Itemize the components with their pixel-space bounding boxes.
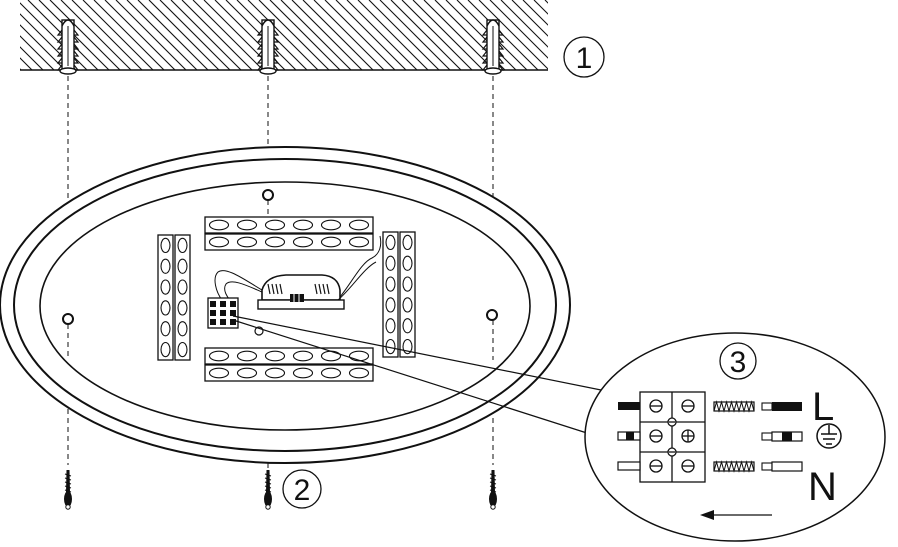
wire-sleeve <box>713 400 755 413</box>
led-strip <box>204 347 374 365</box>
wire-sleeve <box>713 460 755 473</box>
wall-plug <box>256 19 280 75</box>
step-3-marker: 3 <box>719 342 757 380</box>
arrow-left-icon <box>700 510 772 520</box>
terminal-connector <box>639 391 706 483</box>
led-driver <box>257 274 345 310</box>
led-strip <box>174 234 191 361</box>
step-1-marker: 1 <box>563 36 605 78</box>
led-strip <box>204 233 374 251</box>
step-2-label: 2 <box>294 474 311 507</box>
live-label: L <box>812 385 834 429</box>
terminal-block-small <box>207 297 239 329</box>
wire-sleeves <box>713 400 755 473</box>
led-strip <box>399 231 416 358</box>
internal-wires <box>617 402 641 471</box>
wall-plugs <box>56 19 505 75</box>
led-strip <box>382 231 399 358</box>
mounting-hole <box>62 313 74 325</box>
step-2-marker: 2 <box>282 469 322 509</box>
step-1-label: 1 <box>576 42 593 75</box>
mains-wires <box>761 402 803 472</box>
screw <box>489 470 497 510</box>
step-3-label: 3 <box>730 346 747 379</box>
wall-plug <box>481 19 505 75</box>
mounting-screws <box>64 470 497 510</box>
screw <box>64 470 72 510</box>
led-strip <box>204 216 374 234</box>
mounting-hole <box>486 309 498 321</box>
earth-ground-icon <box>816 423 842 449</box>
led-strip <box>157 234 174 361</box>
led-strips <box>157 216 416 382</box>
screw <box>264 470 272 510</box>
led-strip <box>204 364 374 382</box>
mounting-hole <box>262 189 274 201</box>
wiring-detail: 3 <box>584 332 886 542</box>
luminaire-base <box>0 146 607 464</box>
ceiling <box>20 0 548 71</box>
wall-plug <box>56 19 80 75</box>
neutral-label: N <box>808 465 837 509</box>
